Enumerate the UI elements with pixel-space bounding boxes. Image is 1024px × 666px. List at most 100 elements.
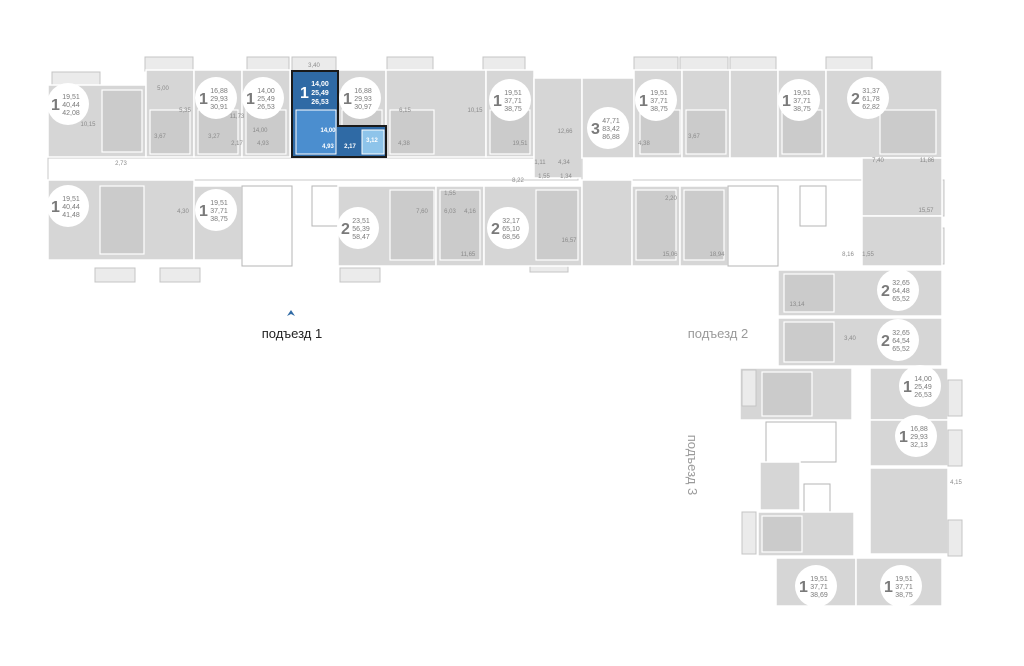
room-area-label: 19,51 bbox=[512, 141, 528, 147]
selected-bathroom bbox=[361, 129, 385, 155]
room-area-label: 1,55 bbox=[444, 191, 456, 197]
room-area-label: 4,38 bbox=[638, 141, 650, 147]
living-area: 19,51 bbox=[810, 576, 828, 583]
selected-apartment[interactable]: 3,40 1 14,00 25,49 26,53 14,00 4,93 2,17… bbox=[291, 56, 387, 158]
total-area: 25,49 bbox=[914, 384, 932, 391]
total-area: 64,48 bbox=[892, 288, 910, 295]
apartment-unit[interactable] bbox=[861, 157, 943, 217]
apartment-unit[interactable] bbox=[729, 69, 779, 159]
room-area-label: 3,67 bbox=[154, 134, 166, 140]
total-area: 83,42 bbox=[602, 126, 620, 133]
total-area: 56,39 bbox=[352, 226, 370, 233]
balcony bbox=[825, 56, 873, 72]
balcony bbox=[94, 267, 136, 283]
room-area-label: 11,73 bbox=[230, 114, 245, 120]
entrance-3-label: подъезд 3 bbox=[685, 435, 700, 495]
room-area-label: 8,22 bbox=[512, 178, 524, 184]
badge-circle bbox=[877, 319, 919, 361]
balcony bbox=[144, 56, 194, 72]
room-area-label: 3,40 bbox=[844, 336, 856, 342]
living-area: 16,88 bbox=[210, 88, 228, 95]
balcony bbox=[741, 511, 757, 555]
living-area: 14,00 bbox=[257, 88, 275, 95]
room-area-label: 4,34 bbox=[558, 160, 570, 166]
selected-rooms-count: 1 bbox=[300, 85, 309, 102]
room-area-label: 13,14 bbox=[789, 302, 805, 308]
room-area-label: 2,73 bbox=[115, 161, 127, 167]
total-area: 29,93 bbox=[910, 434, 928, 441]
rooms-count: 1 bbox=[884, 579, 893, 596]
room bbox=[635, 189, 677, 261]
living-area: 19,51 bbox=[793, 90, 811, 97]
apartment-unit[interactable] bbox=[533, 77, 583, 179]
apartment-unit[interactable] bbox=[581, 179, 633, 267]
rooms-count: 1 bbox=[903, 379, 912, 396]
elevator bbox=[311, 185, 339, 227]
room bbox=[389, 189, 435, 261]
apartment-unit[interactable] bbox=[861, 215, 943, 267]
stairwell bbox=[241, 185, 293, 267]
corridor-2 bbox=[581, 157, 863, 181]
living-area: 31,37 bbox=[862, 88, 880, 95]
full-area: 38,75 bbox=[793, 106, 811, 113]
living-area: 19,51 bbox=[62, 196, 80, 203]
room bbox=[149, 109, 191, 155]
badge-circle bbox=[847, 77, 889, 119]
room-area-label: 11,65 bbox=[461, 252, 476, 258]
room-area-label: 3,27 bbox=[208, 134, 220, 140]
room bbox=[685, 109, 727, 155]
full-area: 38,75 bbox=[210, 216, 228, 223]
room-area-label: 10,15 bbox=[467, 108, 483, 114]
full-area: 26,53 bbox=[257, 104, 275, 111]
selected-full-area: 26,53 bbox=[311, 99, 329, 106]
badge-circle bbox=[899, 365, 941, 407]
apartment-unit[interactable] bbox=[869, 467, 949, 555]
badge-circle bbox=[195, 189, 237, 231]
rooms-count: 2 bbox=[491, 221, 500, 238]
badge-circle bbox=[489, 79, 531, 121]
room-area-label: 15,06 bbox=[662, 252, 678, 258]
full-area: 62,82 bbox=[862, 104, 880, 111]
rooms-count: 1 bbox=[493, 93, 502, 110]
rooms-count: 1 bbox=[51, 97, 60, 114]
badge-circle bbox=[877, 269, 919, 311]
room bbox=[101, 89, 143, 153]
selected-room bbox=[295, 109, 337, 155]
entrance-2-label: подъезд 2 bbox=[688, 326, 748, 341]
apartment-unit[interactable] bbox=[759, 461, 801, 511]
rooms-count: 3 bbox=[591, 121, 600, 138]
badge-circle bbox=[195, 77, 237, 119]
full-area: 42,08 bbox=[62, 110, 80, 117]
badge-circle bbox=[778, 79, 820, 121]
rooms-count: 1 bbox=[639, 93, 648, 110]
total-area: 29,93 bbox=[210, 96, 228, 103]
corridor-1 bbox=[47, 157, 579, 181]
selected-bath-area: 3,12 bbox=[366, 138, 378, 144]
balcony bbox=[246, 56, 290, 72]
badge-circle bbox=[337, 207, 379, 249]
rooms-count: 2 bbox=[881, 333, 890, 350]
balcony bbox=[482, 56, 526, 72]
full-area: 65,52 bbox=[892, 296, 910, 303]
